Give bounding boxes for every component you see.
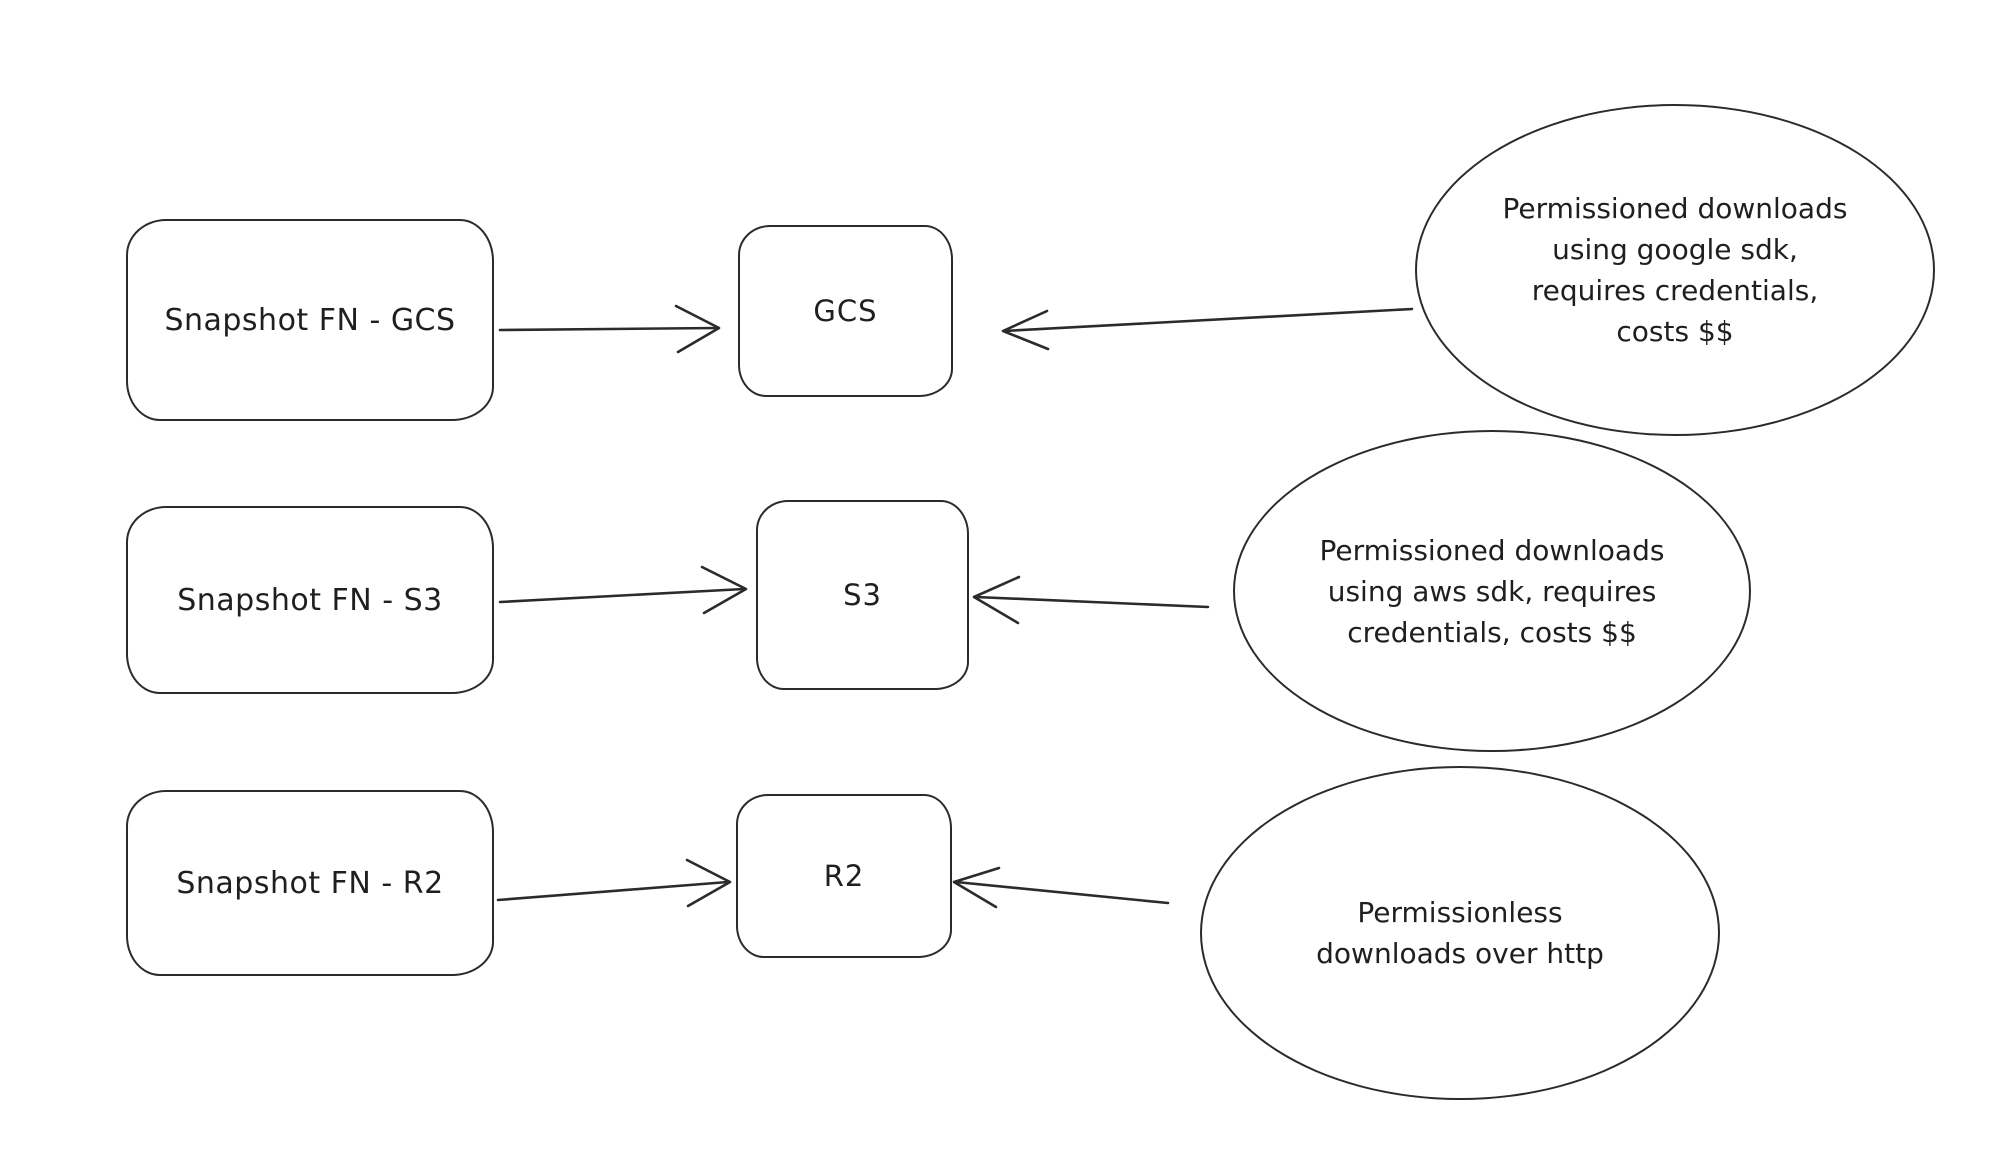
node-s3[interactable]: S3 <box>756 500 969 690</box>
note-ellipse-r2[interactable]: Permissionless downloads over http <box>1200 766 1720 1100</box>
note-line: requires credentials, <box>1531 274 1819 307</box>
note-line: using google sdk, <box>1552 233 1798 266</box>
arrow-snapshot-r2-to-r2[interactable] <box>496 858 732 908</box>
note-line: Permissionless <box>1357 896 1563 929</box>
arrow-head-icon <box>1001 309 1050 351</box>
node-gcs[interactable]: GCS <box>738 225 953 397</box>
note-line: costs $$ <box>1616 315 1734 348</box>
node-label: Snapshot FN - R2 <box>176 865 444 901</box>
arrow-note-r2-to-r2[interactable] <box>952 866 1170 909</box>
arrow-head-icon <box>685 858 732 908</box>
arrow-line <box>974 595 1210 609</box>
arrow-line <box>498 326 720 332</box>
note-ellipse-gcs[interactable]: Permissioned downloads using google sdk,… <box>1415 104 1935 436</box>
arrow-note-gcs-to-gcs[interactable] <box>1001 307 1414 351</box>
node-r2[interactable]: R2 <box>736 794 952 958</box>
note-line: downloads over http <box>1316 937 1604 970</box>
arrow-line <box>954 880 1170 905</box>
note-ellipse-s3[interactable]: Permissioned downloads using aws sdk, re… <box>1233 430 1751 752</box>
arrow-head-icon <box>952 866 1001 909</box>
node-snapshot-fn-s3[interactable]: Snapshot FN - S3 <box>126 506 494 694</box>
note-line: Permissioned downloads <box>1502 192 1848 225</box>
node-label: Snapshot FN - S3 <box>177 582 443 618</box>
node-label: S3 <box>843 578 882 612</box>
node-snapshot-fn-gcs[interactable]: Snapshot FN - GCS <box>126 219 494 421</box>
note-line: Permissioned downloads <box>1319 533 1665 567</box>
arrow-line <box>496 880 730 902</box>
arrow-head-icon <box>674 304 721 354</box>
arrow-head-icon <box>972 575 1021 625</box>
note-line: credentials, costs $$ <box>1347 615 1637 649</box>
arrow-line <box>1002 307 1414 333</box>
arrow-note-s3-to-s3[interactable] <box>972 575 1210 625</box>
arrow-head-icon <box>700 565 748 615</box>
node-label: R2 <box>823 859 865 893</box>
node-label: GCS <box>813 294 878 328</box>
node-label: Snapshot FN - GCS <box>164 302 456 338</box>
arrow-snapshot-gcs-to-gcs[interactable] <box>498 304 721 354</box>
node-snapshot-fn-r2[interactable]: Snapshot FN - R2 <box>126 790 494 976</box>
note-line: using aws sdk, requires <box>1327 574 1657 608</box>
arrow-line <box>498 587 746 604</box>
arrow-snapshot-s3-to-s3[interactable] <box>498 565 748 615</box>
